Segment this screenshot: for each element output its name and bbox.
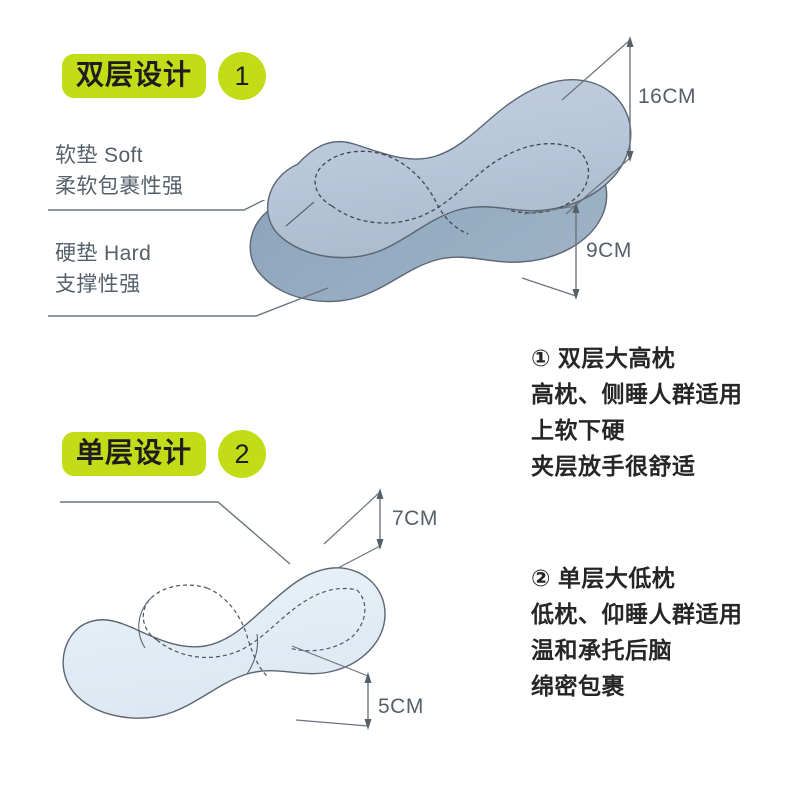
- dimension-9cm-ext-top: [523, 205, 577, 215]
- leader-line-single-layer: [60, 501, 291, 565]
- pillow-single-layer-svg: [62, 567, 386, 719]
- pillow-single-crease-left: [138, 597, 152, 649]
- pillow-layer-seam: [279, 235, 383, 259]
- description-1-line1: ① 双层大高枕: [531, 345, 676, 371]
- callout-hard-line2: 支撑性强: [55, 273, 141, 296]
- section-badge-number-2: 2: [218, 430, 267, 478]
- section-badge-single-layer: 单层设计 2: [62, 430, 267, 478]
- description-2-line3: 温和承托后脑: [531, 637, 672, 663]
- pillow-contour-dashed-3: [314, 150, 383, 207]
- pillow-single-contour-dashed-2: [288, 589, 366, 652]
- callout-hard: 硬垫 Hard 支撑性强: [55, 238, 151, 300]
- single-layer-leader-group: [60, 494, 340, 574]
- single-layer-leader-svg: [60, 501, 291, 565]
- dimension-7cm-graphic: [318, 482, 418, 592]
- pillow-single-contour-dashed-1: [156, 587, 358, 659]
- dimension-label-5cm: 5CM: [378, 695, 424, 718]
- dimension-5cm-arrow-bottom: [364, 719, 372, 730]
- pillow-single-crease-right: [246, 633, 259, 675]
- description-block-2: ② 单层大低枕 低枕、仰睡人群适用 温和承托后脑 绵密包裹: [531, 560, 743, 704]
- dimension-label-9cm: 9CM: [586, 239, 632, 262]
- description-block-1: ① 双层大高枕 高枕、侧睡人群适用 上软下硬 夹层放手很舒适: [531, 340, 743, 484]
- dimension-5cm-arrow-top: [364, 672, 372, 683]
- callout-hard-line1: 硬垫 Hard: [55, 242, 152, 265]
- description-2-line2: 低枕、仰睡人群适用: [531, 601, 743, 627]
- pillow-double-layer-svg: [249, 78, 632, 303]
- callout-soft: 软垫 Soft 柔软包裹性强: [55, 140, 183, 202]
- dimension-7cm-ext-bottom: [337, 545, 381, 569]
- pillow-illustration-double-layer: [240, 20, 660, 330]
- dimension-9cm-ext-bottom: [521, 277, 577, 297]
- dimension-5cm-ext-bottom: [295, 719, 369, 727]
- dimension-9cm-arrow-top: [572, 202, 580, 213]
- section-badge-number-1: 1: [218, 52, 267, 100]
- dimension-label-16cm: 16CM: [638, 85, 697, 108]
- dimension-5cm-graphic: [290, 628, 400, 740]
- pillow-soft-leader-tick: [285, 201, 315, 227]
- pillow-single-body: [62, 567, 386, 719]
- dimension-16cm-ext-bottom: [565, 157, 631, 215]
- callout-soft-line2: 柔软包裹性强: [55, 175, 184, 198]
- dimension-label-7cm: 7CM: [392, 507, 438, 530]
- dimension-16cm-arrow-top: [626, 36, 634, 47]
- description-1-line2: 高枕、侧睡人群适用: [531, 381, 743, 407]
- description-1-line4: 夹层放手很舒适: [531, 453, 696, 479]
- pillow-contour-dashed-1: [331, 143, 579, 224]
- dimension-7cm-arrow-top: [376, 488, 384, 499]
- dimension-16cm-arrow-bottom: [626, 151, 634, 162]
- pillow-single-contour-dashed-3: [142, 584, 208, 641]
- pillow-contour-dashed-4: [381, 153, 469, 235]
- description-2-line4: 绵密包裹: [531, 673, 625, 699]
- callout-soft-line1: 软垫 Soft: [55, 144, 143, 167]
- description-2-line1: ② 单层大低枕: [531, 565, 676, 591]
- dimension-16cm-ext-top: [561, 39, 631, 101]
- dimension-7cm-ext-top: [323, 491, 381, 545]
- dimension-7cm-arrow-bottom: [376, 539, 384, 550]
- description-1-line3: 上软下硬: [531, 417, 625, 443]
- dimension-5cm-svg: [291, 645, 372, 730]
- pillow-contour-dashed-2: [507, 149, 590, 214]
- pillow-hard-layer: [249, 147, 608, 303]
- section-badge-label-2: 单层设计: [62, 432, 207, 476]
- pillow-single-contour-dashed-4: [206, 587, 268, 677]
- pillow-illustration-single-layer: [55, 490, 395, 735]
- section-badge-label-1: 双层设计: [62, 54, 207, 98]
- section-badge-double-layer: 双层设计 1: [62, 52, 267, 100]
- pillow-soft-layer: [266, 78, 632, 259]
- dimension-9cm-arrow-bottom: [572, 289, 580, 300]
- dimension-5cm-ext-top: [291, 645, 369, 677]
- dimension-7cm-svg: [323, 488, 384, 569]
